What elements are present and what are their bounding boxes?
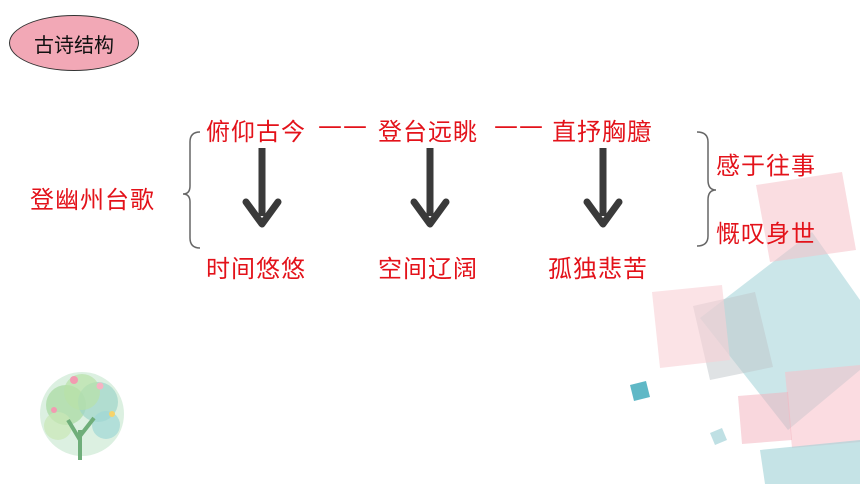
deco-square-teal-tiny <box>710 428 727 445</box>
tree-trunk <box>66 416 96 460</box>
bottom-item-1: 时间悠悠 <box>206 255 306 283</box>
right-item-2: 慨叹身世 <box>716 220 816 248</box>
top-separator-2: —— <box>494 112 544 140</box>
bottom-item-2: 空间辽阔 <box>378 255 478 283</box>
section-title: 古诗结构 <box>34 32 114 57</box>
root-title: 登幽州台歌 <box>30 186 155 214</box>
top-separator-1: —— <box>318 112 368 140</box>
top-item-3: 直抒胸臆 <box>552 118 652 146</box>
deco-square-teal-bottom <box>760 440 860 484</box>
tree-crown <box>40 372 124 456</box>
down-arrow-1 <box>242 148 282 228</box>
top-item-1: 俯仰古今 <box>206 118 306 146</box>
deco-square-pink-2 <box>652 285 730 368</box>
down-arrow-3 <box>583 148 623 228</box>
section-title-badge: 古诗结构 <box>9 15 139 71</box>
bottom-item-3: 孤独悲苦 <box>548 255 648 283</box>
left-brace <box>182 131 201 249</box>
down-arrow-2 <box>410 148 450 228</box>
top-item-2: 登台远眺 <box>378 118 478 146</box>
right-item-1: 感于往事 <box>716 152 816 180</box>
right-brace <box>696 131 717 247</box>
deco-square-pink-3 <box>785 365 860 448</box>
deco-square-teal-small <box>630 381 650 401</box>
deco-square-pink-4 <box>738 392 792 444</box>
deco-square-pink-1 <box>756 172 856 262</box>
